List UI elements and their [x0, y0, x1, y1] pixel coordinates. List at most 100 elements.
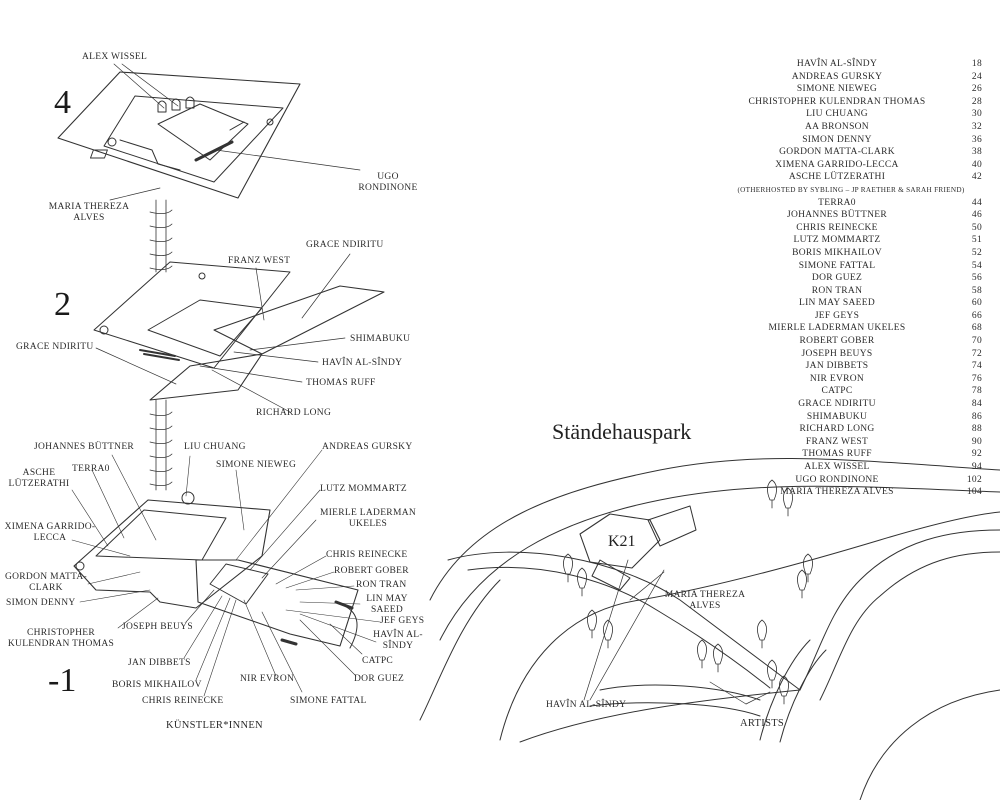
index-page-number: 52	[971, 247, 982, 258]
park-leader-lines	[583, 559, 771, 705]
floor-4-leader-lines	[109, 63, 361, 201]
label-catpc: CATPC	[362, 656, 394, 666]
floor-number-2: 2	[54, 286, 71, 323]
index-artist-name: AA BRONSON	[805, 121, 869, 132]
floor-number-minus1: -1	[48, 662, 77, 699]
index-artist-name: ROBERT GOBER	[799, 336, 875, 347]
index-page-number: 54	[971, 260, 982, 271]
index-artist-name: TERRA0	[818, 197, 856, 208]
label-ron-tran: RON TRAN	[356, 580, 407, 590]
index-artist-name: JAN DIBBETS	[805, 361, 869, 372]
index-artist-name: XIMENA GARRIDO-LECCA	[775, 159, 899, 170]
index-artist-name: SHIMABUKU	[806, 411, 868, 422]
index-page-number: 94	[971, 462, 982, 472]
index-page-number: 28	[971, 96, 982, 107]
index-page-number: 58	[971, 285, 982, 296]
label-grace-ndiritu-left: GRACE NDIRITU	[16, 342, 94, 352]
index-row: SIMONE NIEWEG 26	[720, 83, 982, 96]
index-row: (OTHERHOSTED BY SYBLING – JP RAETHER & S…	[720, 184, 982, 197]
floor-4-plan	[57, 71, 301, 199]
index-page-number: 51	[971, 235, 982, 246]
spiral-shaft-lower	[149, 399, 173, 491]
label-jef-geys: JEF GEYS	[380, 616, 425, 626]
index-artist-name: SIMONE FATTAL	[798, 260, 876, 271]
index-row: JEF GEYS 66	[720, 310, 982, 323]
index-page-number: 26	[971, 84, 982, 95]
index-artist-name: DOR GUEZ	[811, 273, 863, 284]
index-row: RICHARD LONG 88	[720, 423, 982, 436]
index-artist-name: NIR EVRON	[809, 373, 865, 384]
label-gordon-matta-clark: GORDON MATTA-CLARK	[4, 572, 88, 593]
park-title: Ständehauspark	[552, 419, 692, 444]
index-artist-name: UGO RONDINONE	[795, 474, 879, 485]
index-page-number: 44	[971, 197, 982, 208]
label-johannes-buttner: JOHANNES BÜTTNER	[34, 442, 135, 452]
index-page-number: 50	[971, 222, 982, 233]
index-artist-name: BORIS MIKHAILOV	[792, 247, 882, 258]
index-row: SHIMABUKU 86	[720, 411, 982, 424]
index-page-number: 68	[971, 323, 982, 334]
index-page-number: 30	[971, 109, 982, 120]
label-andreas-gursky: ANDREAS GURSKY	[322, 442, 413, 452]
label-simone-fattal: SIMONE FATTAL	[290, 696, 367, 706]
index-artist-name: RICHARD LONG	[799, 424, 875, 435]
index-page-number: 42	[971, 172, 982, 183]
label-chris-reinecke-bottom: CHRIS REINECKE	[142, 696, 224, 706]
label-thomas-ruff: THOMAS RUFF	[306, 378, 376, 388]
index-artist-name: (OTHERHOSTED BY SYBLING – JP RAETHER & S…	[737, 185, 965, 194]
index-page-number: 88	[971, 424, 982, 435]
index-artist-name: SIMONE NIEWEG	[796, 84, 878, 95]
index-page-number: 84	[971, 399, 982, 410]
index-artist-name: CHRISTOPHER KULENDRAN THOMAS	[748, 96, 926, 107]
label-maria-thereza-alves-park: MARIA THEREZA ALVES	[664, 590, 746, 611]
index-artist-name: CHRIS REINECKE	[796, 222, 878, 233]
index-page-number: 60	[971, 298, 982, 309]
floor-2-leader-lines	[95, 253, 351, 413]
index-artist-name: JEF GEYS	[814, 310, 860, 321]
index-page-number: 66	[971, 310, 982, 321]
index-artist-name: GORDON MATTA-CLARK	[779, 147, 895, 158]
label-shimabuku: SHIMABUKU	[350, 334, 411, 344]
label-liu-chuang: LIU CHUANG	[184, 442, 246, 452]
index-page-number: 46	[971, 210, 982, 221]
floor-2-plan	[93, 261, 385, 401]
label-ugo-rondinone: UGO RONDINONE	[358, 172, 418, 193]
index-page-number: 36	[971, 134, 982, 145]
label-artists-park: ARTISTS	[740, 718, 785, 729]
footer-artists-label: KÜNSTLER*INNEN	[166, 720, 263, 731]
index-row: CHRISTOPHER KULENDRAN THOMAS 28	[720, 96, 982, 109]
index-page-number: 86	[971, 411, 982, 422]
label-joseph-beuys: JOSEPH BEUYS	[122, 622, 193, 632]
index-row: CHRIS REINECKE 50	[720, 222, 982, 235]
index-artist-name: THOMAS RUFF	[802, 449, 872, 460]
index-page-number: 24	[971, 71, 982, 82]
label-grace-ndiritu-top: GRACE NDIRITU	[306, 240, 384, 250]
index-row: TERRA0 44	[720, 197, 982, 210]
label-mierle-laderman-ukeles: MIERLE LADERMAN UKELES	[319, 508, 417, 529]
index-artist-name: ALEX WISSEL	[804, 462, 870, 472]
floor-minus1-plan	[73, 491, 359, 649]
label-chris-reinecke-right: CHRIS REINECKE	[326, 550, 408, 560]
index-artist-name: MARIA THEREZA ALVES	[780, 487, 894, 498]
